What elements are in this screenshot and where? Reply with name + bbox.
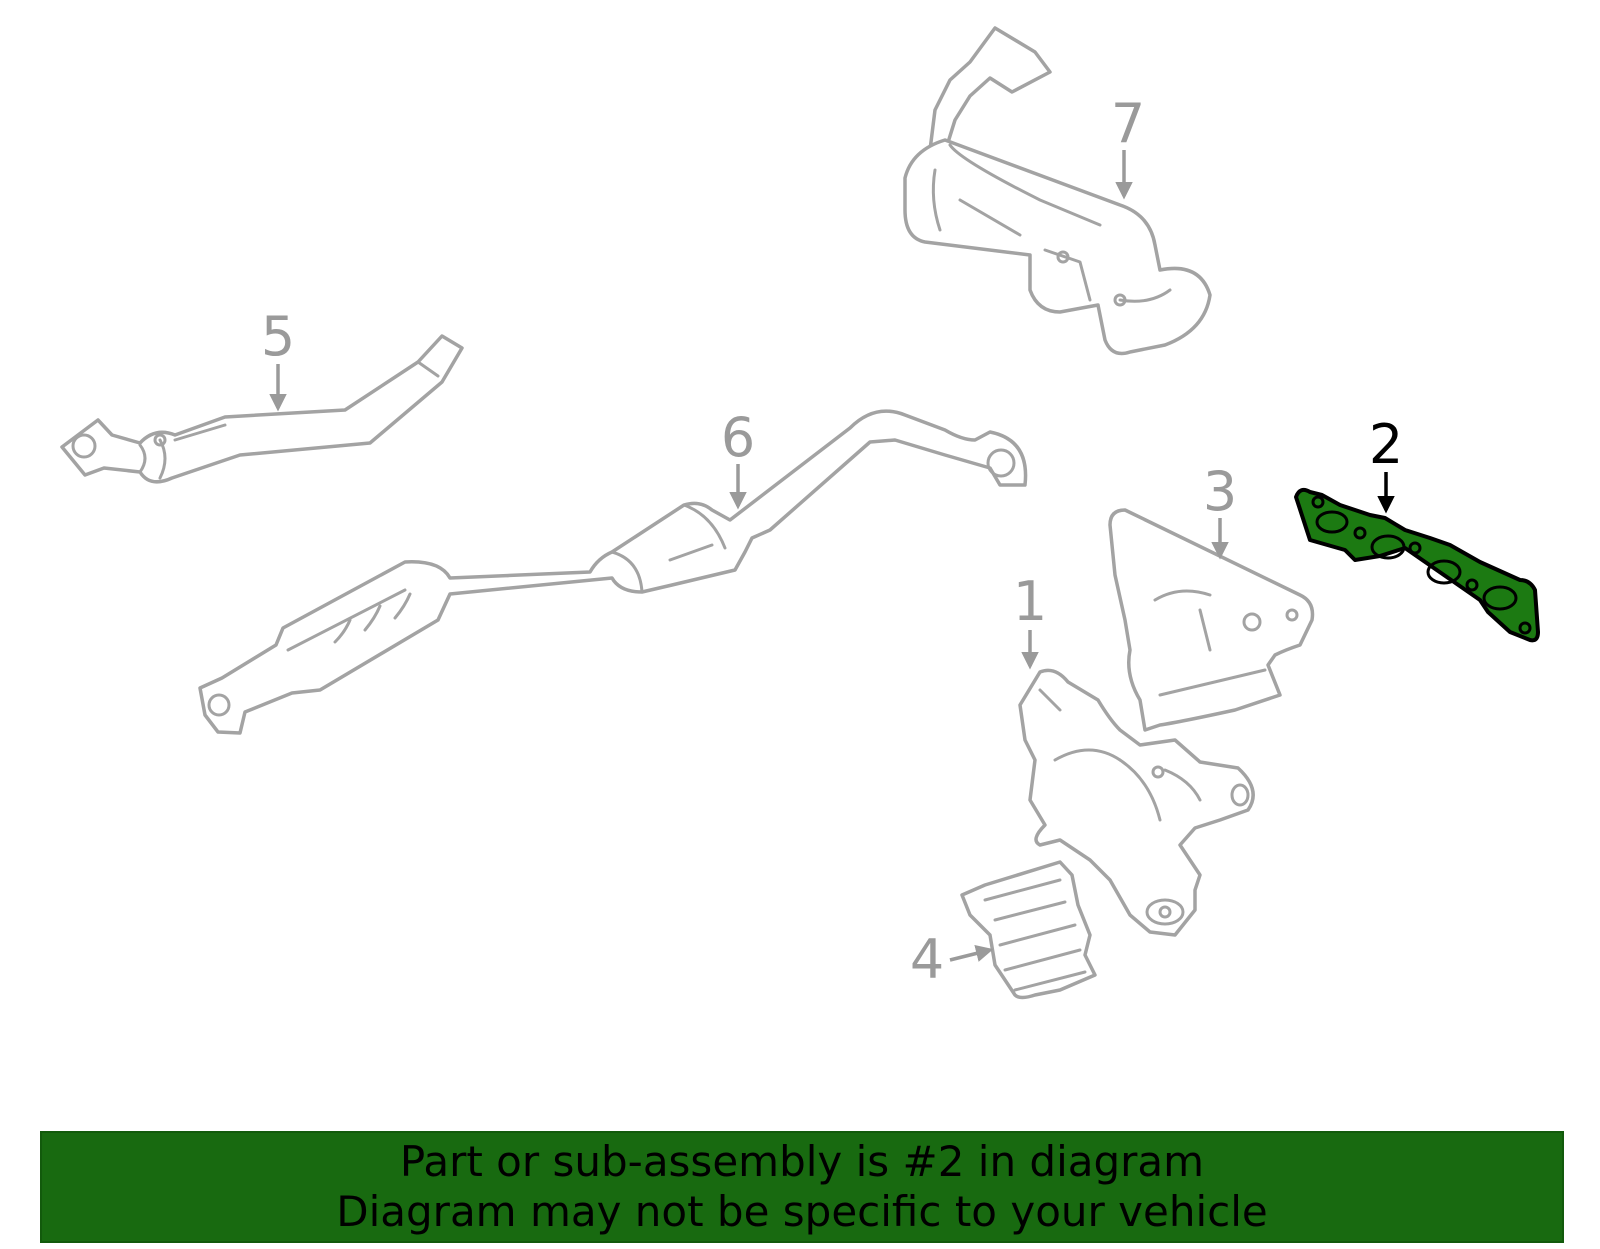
svg-text:5: 5 (261, 305, 295, 368)
banner-line-2: Diagram may not be specific to your vehi… (336, 1187, 1268, 1236)
part-6-intermediate-pipe[interactable] (198, 409, 1028, 735)
callout-6: 6 (721, 406, 755, 510)
callout-1: 1 (1013, 570, 1047, 670)
svg-text:6: 6 (721, 406, 755, 469)
svg-text:3: 3 (1203, 460, 1237, 523)
part-4-lower-heat-shield[interactable] (960, 860, 1097, 1000)
part-7-muffler[interactable] (903, 26, 1212, 356)
callout-2: 2 (1369, 413, 1403, 514)
notice-banner: Part or sub-assembly is #2 in diagram Di… (40, 1131, 1564, 1243)
svg-text:2: 2 (1369, 413, 1403, 476)
svg-text:4: 4 (910, 928, 944, 991)
svg-text:1: 1 (1013, 570, 1047, 633)
callout-7: 7 (1111, 92, 1145, 200)
callout-3: 3 (1203, 460, 1237, 560)
svg-text:7: 7 (1111, 92, 1145, 155)
part-5-front-pipe[interactable] (60, 334, 464, 484)
part-3-heat-shield[interactable] (1108, 508, 1315, 732)
part-1-exhaust-manifold[interactable] (1018, 668, 1255, 937)
callout-5: 5 (261, 305, 295, 412)
callout-4: 4 (910, 928, 994, 991)
part-2-manifold-gasket[interactable] (1294, 487, 1540, 643)
banner-line-1: Part or sub-assembly is #2 in diagram (399, 1137, 1205, 1186)
